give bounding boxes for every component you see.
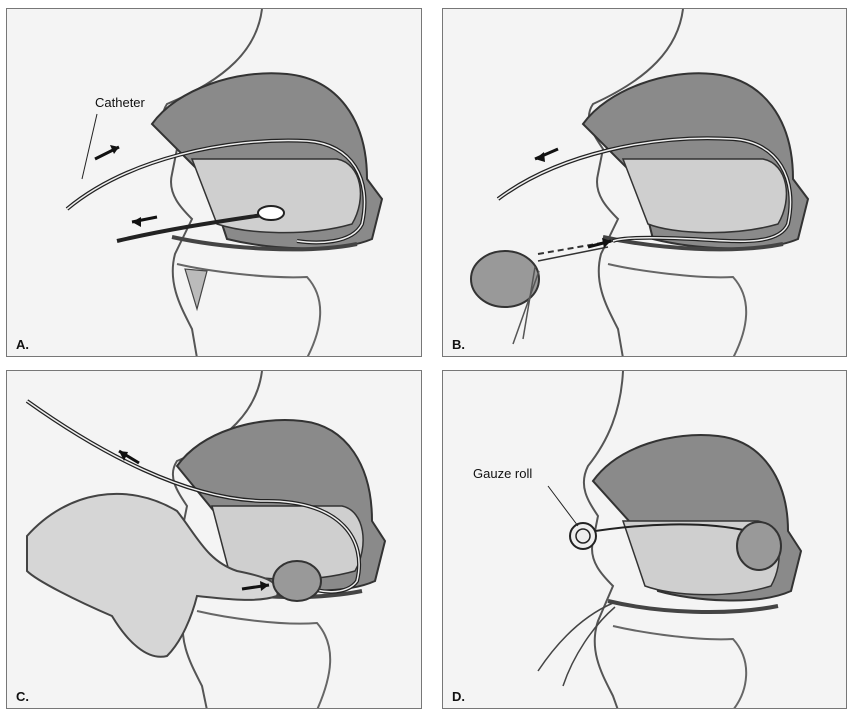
- panel-b-illustration: [443, 9, 847, 357]
- panel-a: Catheter A.: [6, 8, 422, 357]
- panel-a-illustration: [7, 9, 422, 357]
- panel-d: Gauze roll D.: [442, 370, 847, 709]
- panel-a-label: A.: [16, 337, 29, 352]
- panel-d-illustration: [443, 371, 847, 709]
- panel-d-label: D.: [452, 689, 465, 704]
- panel-c: C.: [6, 370, 422, 709]
- panel-b-label: B.: [452, 337, 465, 352]
- panel-c-label: C.: [16, 689, 29, 704]
- catheter-callout: Catheter: [95, 95, 145, 110]
- panel-b: B.: [442, 8, 847, 357]
- gauze-roll-callout: Gauze roll: [473, 466, 532, 481]
- panel-c-illustration: [7, 371, 422, 709]
